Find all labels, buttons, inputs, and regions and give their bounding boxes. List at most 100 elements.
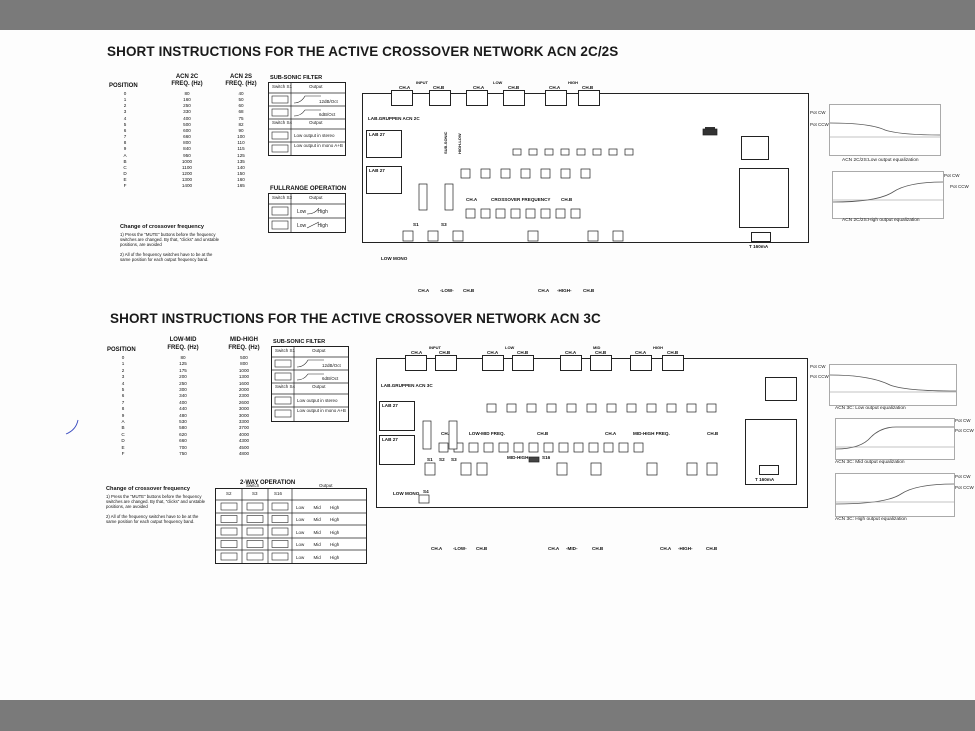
s2-pcb-mid-chb: CH.B (595, 350, 607, 355)
s1-fullrange-table: Switch S3 Output Low High Low High (268, 193, 346, 233)
s2-pcb-fuse: T 160mA (755, 477, 775, 482)
pcb-component (646, 403, 657, 413)
s2-bottom-label-6: CH.A (660, 546, 672, 551)
s2-col-a-header-2: FREQ. (Hz) (167, 345, 199, 351)
s1-bottom-label-3: CH.A (538, 288, 550, 293)
s2-freq-b-7: 2600 (238, 399, 250, 405)
s1-pcb-components (402, 128, 718, 242)
s2-subsonic-output2-label: Output (312, 384, 326, 389)
s1-freq-a-4: 400 (183, 115, 191, 121)
s1-freq-a-14: 1300 (181, 177, 193, 183)
pcb-component (590, 462, 602, 476)
pcb-component (592, 148, 602, 156)
pcb-component (540, 208, 551, 219)
s2-pcb-mid-high: MID-HIGH (507, 455, 529, 460)
s2-freq-a-12: 620 (179, 431, 187, 437)
s2-pcb-brand: LAB.GRUPPEN ACN 3C (381, 383, 433, 388)
s1-position-5: 5 (123, 121, 127, 127)
s1-pcb-fuse: T 160mA (749, 244, 769, 249)
pcb-component (520, 168, 531, 179)
s1-freq-b-2: 60 (238, 103, 244, 109)
s2-pcb-switch-s2: S2 (439, 457, 445, 462)
s1-pcb-cross-cha: CH.A (466, 197, 478, 202)
s1-freq-a-13: 1200 (181, 171, 193, 177)
s1-freq-a-11: 1000 (181, 158, 193, 164)
twoway-switch-icon (246, 515, 264, 523)
pcb-component (427, 230, 439, 242)
pcb-component (543, 442, 554, 453)
s1-bottom-label-2: CH.B (463, 288, 475, 293)
s1-freq-a-0: 80 (184, 91, 190, 96)
pcb-component (525, 208, 536, 219)
twoway-switch-icon (271, 540, 289, 548)
s2-freq-b-1: 800 (240, 361, 248, 367)
s2-freq-a-11: 580 (179, 425, 187, 431)
s2-col-b-header-1: MID-HIGH (230, 337, 258, 343)
pcb-component (512, 148, 522, 156)
s2-twoway-table: Switch S2 S3 S16 Output Low Mid High Low… (215, 483, 367, 564)
s2-position-7: 7 (121, 399, 125, 405)
s2-freq-b-11: 3700 (238, 425, 250, 431)
s2-pcb-mh-cha: CH.A (605, 431, 617, 436)
s1-pcb-low-mono: LOW MONO (381, 256, 408, 261)
s2-freq-b-2: 1000 (238, 367, 250, 373)
s2-pcb-mh-chb: CH.B (707, 431, 719, 436)
s2-pcb-high-cha: CH.A (635, 350, 647, 355)
s1-position-12: C (123, 164, 127, 170)
s2-position-15: F (121, 451, 125, 457)
pcb-component (486, 403, 497, 413)
pcb-component (558, 442, 569, 453)
pcb-component (560, 148, 570, 156)
s2-pcb-switch-s1: S1 (427, 457, 433, 462)
pcb-component (580, 168, 591, 179)
s1-freq-b-10: 125 (237, 152, 245, 158)
pcb-component (510, 208, 521, 219)
s2-twoway-switch-label: Switch (246, 483, 260, 488)
s1-pcb-in-chb: CH.B (433, 85, 445, 90)
s2-pcb-lab27b: LAB 27 (382, 437, 398, 442)
s2-freq-a-7: 400 (179, 399, 187, 405)
pcb-component (500, 168, 511, 179)
s2-bottom-label-0: CH.A (431, 546, 443, 551)
pcb-component (606, 403, 617, 413)
s2-position-10: A (121, 419, 125, 425)
s1-freq-a-12: 1100 (182, 164, 192, 170)
s2-pcb-in-chb: CH.B (439, 350, 451, 355)
s1-high-eq-label-ccw: Pot CCW (950, 184, 969, 189)
s2-freq-b-5: 2000 (238, 387, 250, 393)
s1-col-b-header-1: ACN 2S (229, 74, 252, 80)
s2-freq-b-14: 4500 (238, 444, 250, 450)
s2-pcb-switch-s3: S3 (451, 457, 457, 462)
s1-high-eq-caption: ACN 2C/2S:High output equalization (842, 218, 920, 223)
twoway-switch-icon (220, 515, 238, 523)
s2-freq-a-3: 200 (179, 374, 187, 380)
viewer-bottom-bar (0, 700, 975, 731)
pcb-component (526, 403, 537, 413)
pcb-component (465, 208, 476, 219)
s1-subsonic-title: SUB-SONIC FILTER (270, 75, 323, 81)
section2-title: SHORT INSTRUCTIONS FOR THE ACTIVE CROSSO… (110, 311, 601, 326)
s2-freq-b-13: 4300 (238, 438, 250, 444)
s1-freq-b-4: 75 (238, 115, 244, 121)
s1-position-13: D (123, 171, 127, 177)
pcb-component (573, 442, 584, 453)
pcb-component (438, 442, 449, 453)
pcb-component (588, 442, 599, 453)
s2-pcb-lm-chb: CH.B (537, 431, 549, 436)
s1-low-eq-label-cw: Pot CW (810, 110, 826, 115)
s2-pcb-mid-high-freq: MID-HIGH FREQ. (633, 431, 670, 436)
pcb-component (686, 403, 697, 413)
s1-freq-b-14: 160 (237, 177, 245, 183)
pcb-component (576, 148, 586, 156)
s2-freq-a-6: 340 (179, 393, 187, 399)
pcb-component (513, 442, 524, 453)
s1-col-b-header-2: FREQ. (Hz) (225, 81, 257, 87)
s1-subsonic-12db: 12dB/Oct (319, 99, 338, 104)
s1-freq-b-0: 40 (238, 91, 244, 96)
s2-position-4: 4 (121, 380, 125, 386)
s2-pcb-mid: MID (593, 345, 601, 350)
s1-position-4: 4 (123, 115, 127, 121)
